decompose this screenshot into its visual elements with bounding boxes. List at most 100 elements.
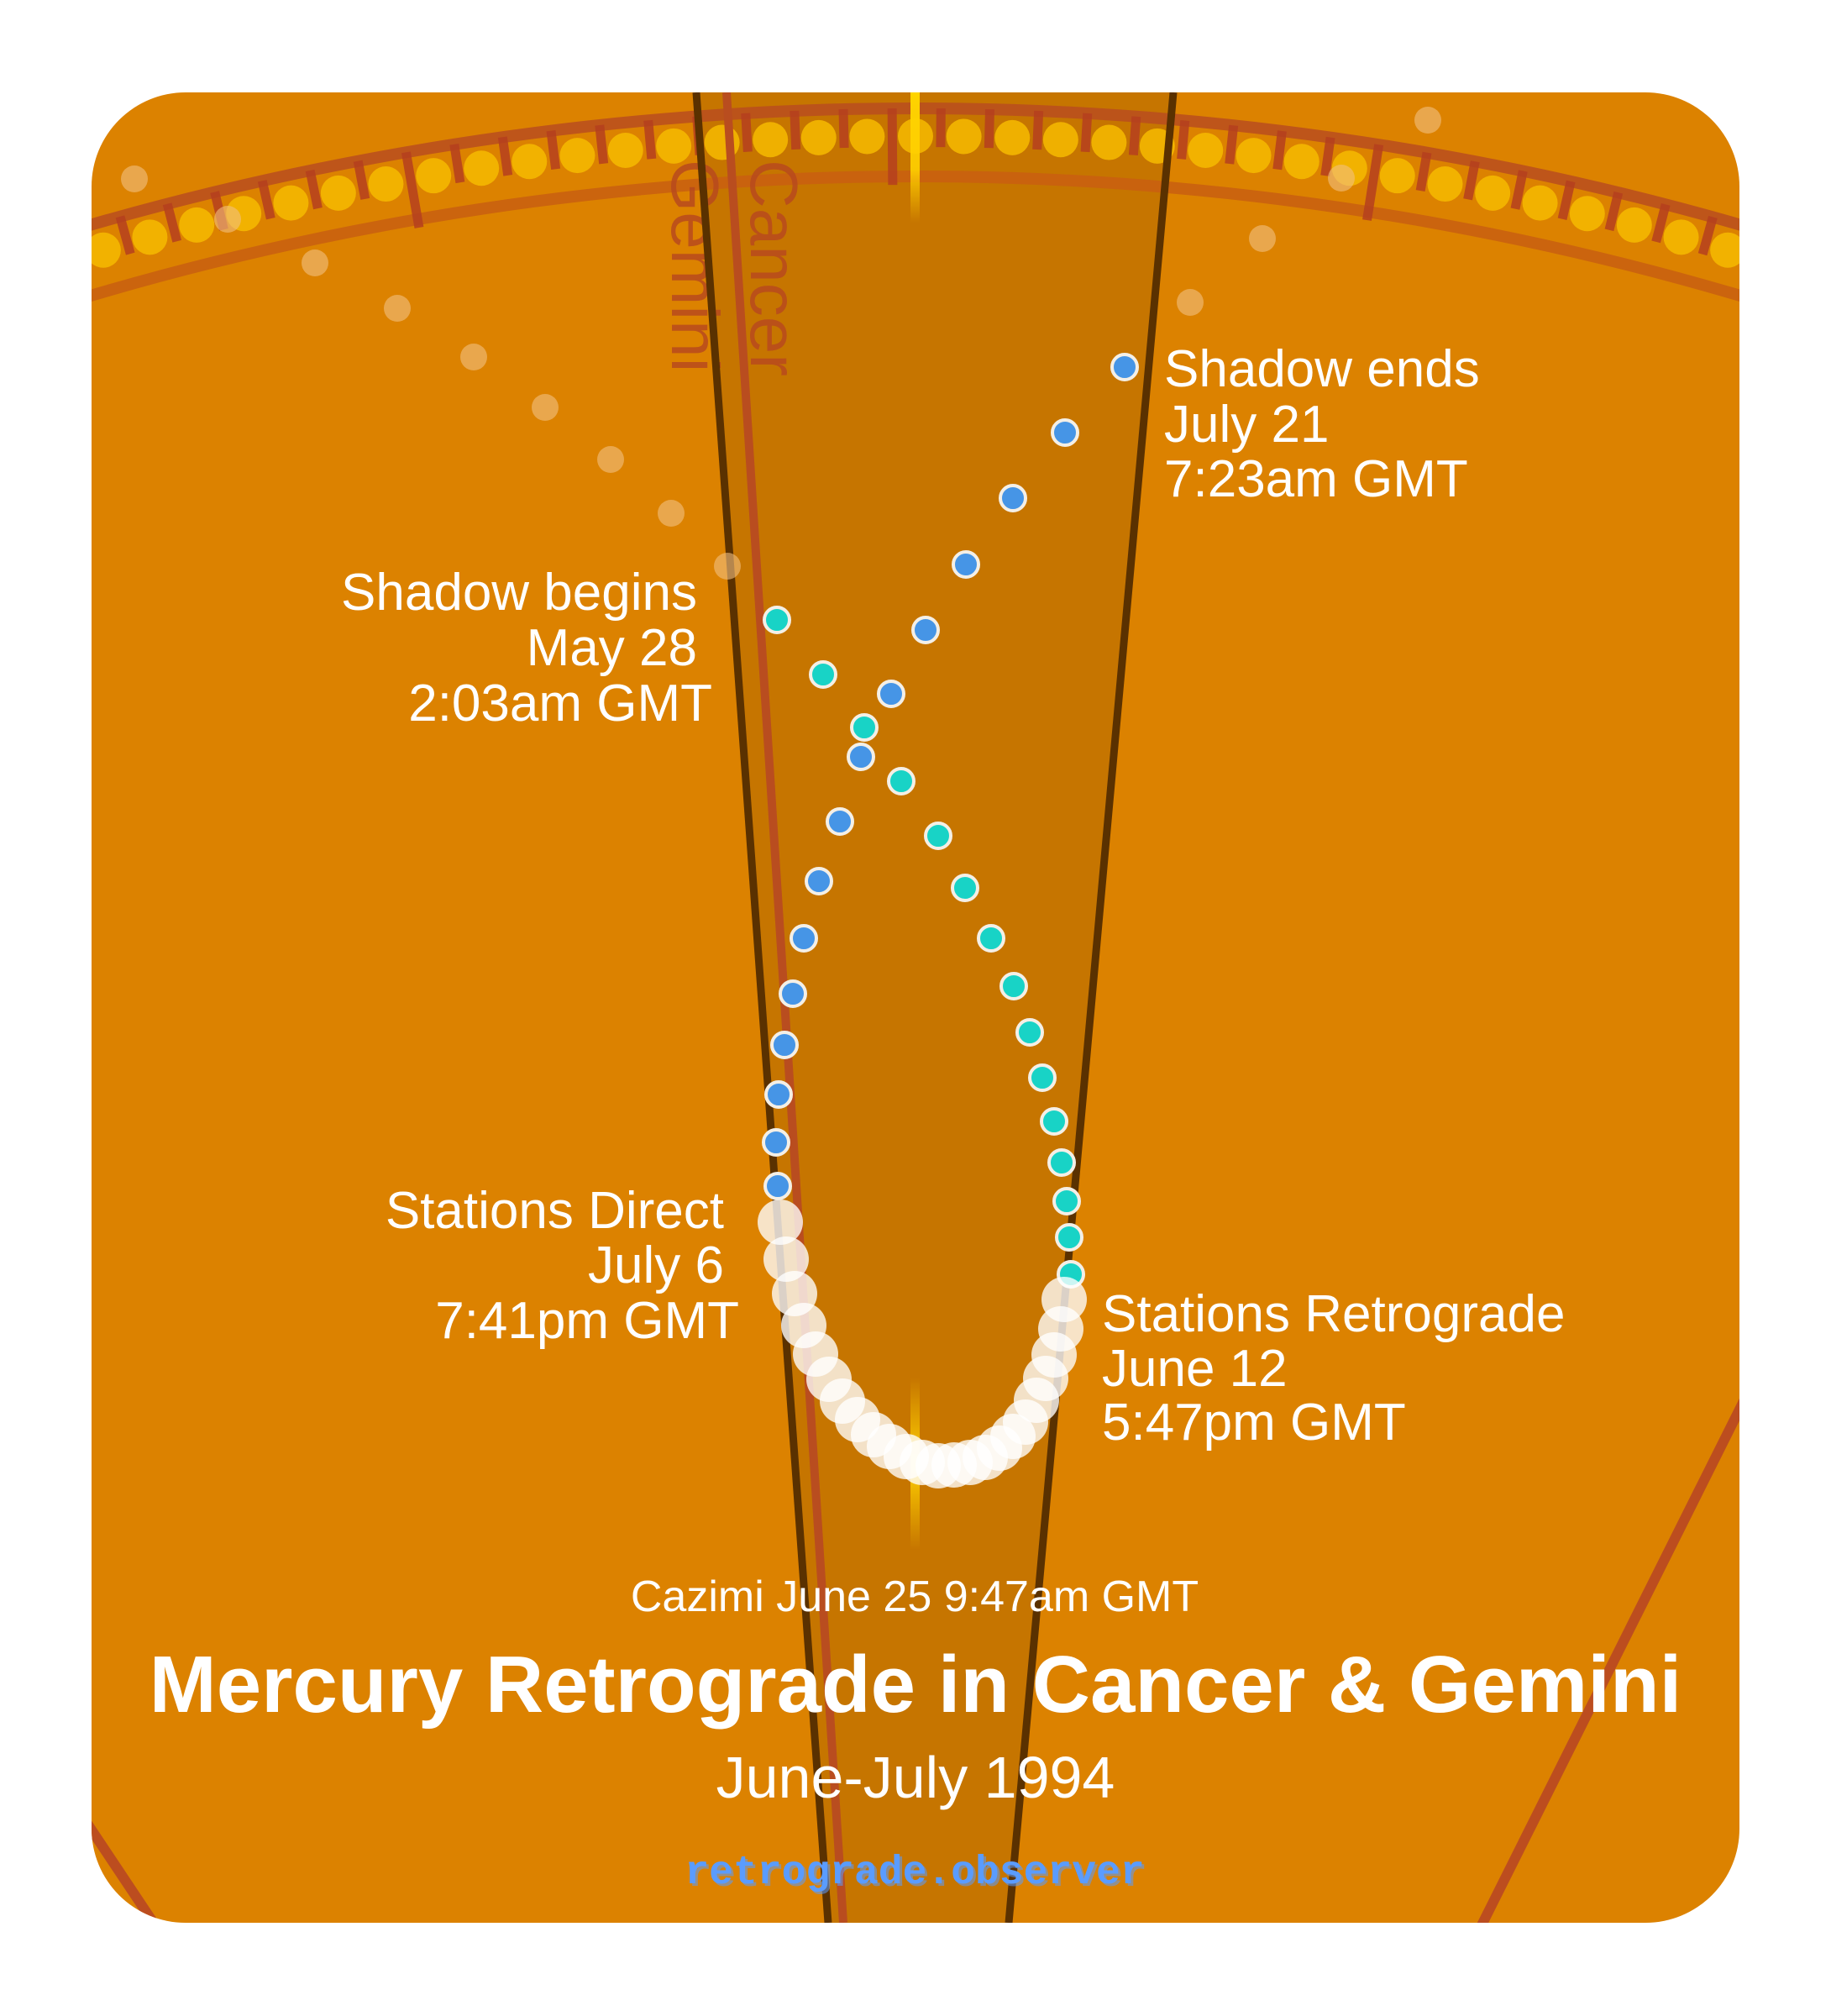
- sun-dot: [849, 118, 885, 155]
- sun-dot: [464, 150, 500, 186]
- post-shadow-dot: [911, 616, 940, 644]
- stations-retrograde-time: 5:47pm GMT: [1102, 1394, 1406, 1452]
- prior-path-dot: [460, 344, 487, 370]
- sun-dot: [320, 175, 356, 211]
- prior-path-dot: [214, 206, 241, 233]
- post-shadow-dot: [779, 979, 807, 1008]
- sun-dot: [368, 166, 404, 202]
- degree-tick: [305, 169, 323, 210]
- sun-dot: [179, 207, 215, 243]
- sun-dot: [416, 158, 452, 194]
- sun-dot: [1522, 185, 1558, 221]
- degree-tick: [1651, 202, 1671, 244]
- sun-dot: [800, 119, 837, 155]
- degree-tick: [887, 108, 898, 186]
- pre-shadow-dot: [924, 822, 952, 850]
- post-shadow-dot: [763, 1172, 792, 1200]
- sun-dot: [1616, 207, 1652, 243]
- shadow-begins-time: 2:03am GMT: [408, 675, 712, 732]
- degree-tick: [401, 151, 424, 228]
- sun-dot: [1663, 219, 1699, 255]
- pre-shadow-dot: [977, 924, 1005, 953]
- pre-shadow-dot: [999, 972, 1028, 1000]
- sun-dot: [273, 185, 309, 221]
- degree-tick: [26, 244, 38, 281]
- degree-tick: [1557, 180, 1576, 220]
- mercury-retrograde-loop: [758, 353, 1139, 1488]
- site-link[interactable]: retrograde.observer: [685, 1851, 1144, 1896]
- post-shadow-dot: [826, 807, 854, 836]
- degree-tick: [115, 215, 135, 255]
- prior-path-dot: [532, 394, 559, 421]
- prior-path-dot: [597, 446, 624, 473]
- sun-position-dots: [92, 118, 1739, 268]
- pre-shadow-dot: [763, 606, 791, 634]
- degree-tick: [1604, 191, 1624, 232]
- degree-tick: [790, 110, 801, 150]
- stations-retrograde-title: Stations Retrograde: [1102, 1285, 1565, 1343]
- shadow-begins-title: Shadow begins: [341, 564, 697, 622]
- degree-tick: [1177, 120, 1190, 160]
- pre-shadow-dot: [1040, 1107, 1068, 1136]
- degree-tick: [1463, 160, 1480, 201]
- sign-label-gemini: Gemini: [658, 160, 732, 372]
- degree-tick: [1272, 130, 1287, 171]
- sun-dot: [1475, 175, 1511, 211]
- cazimi-label: Cazimi June 25 9:47am GMT: [631, 1572, 1199, 1621]
- degree-tick: [1362, 144, 1384, 221]
- degree-tick: [595, 124, 609, 165]
- sun-dot: [512, 144, 548, 180]
- sun-dot: [559, 138, 595, 174]
- pre-shadow-dot: [850, 713, 879, 742]
- shadow-ends-time: 7:23am GMT: [1164, 450, 1468, 508]
- post-shadow-dot: [764, 1080, 793, 1109]
- sun-dot: [1188, 133, 1224, 169]
- degree-tick: [1225, 124, 1239, 165]
- ecliptic-red-line: [722, 92, 847, 1923]
- bottom-right-boundary-line: [1473, 1358, 1739, 1923]
- label-shadow-begins: Shadow begins May 28 2:03am GMT: [341, 564, 712, 732]
- pre-shadow-dot: [1015, 1018, 1044, 1047]
- post-shadow-dot: [952, 550, 980, 579]
- pre-shadow-dot: [1052, 1187, 1081, 1215]
- degree-tick: [257, 180, 275, 220]
- degree-tick: [643, 119, 657, 160]
- post-shadow-dot: [770, 1031, 799, 1059]
- degree-tick: [1320, 136, 1335, 176]
- stations-direct-time: 7:41pm GMT: [435, 1292, 739, 1350]
- pre-shadow-dot: [1047, 1148, 1076, 1177]
- sun-dot: [1710, 232, 1739, 268]
- sun-dot: [753, 122, 789, 158]
- post-shadow-dot: [847, 743, 875, 771]
- site-link-shadow: retrograde.observer: [687, 1853, 1146, 1898]
- bottom-left-boundary-line: [92, 1803, 164, 1923]
- sign-label-cancer: Cancer: [737, 160, 811, 376]
- pre-shadow-dot: [887, 767, 916, 795]
- post-shadow-dot: [1051, 418, 1079, 447]
- prior-path-dot: [1328, 165, 1355, 192]
- degree-tick: [449, 143, 465, 184]
- post-shadow-dot: [999, 484, 1027, 512]
- mercury-prior-path: [121, 107, 1441, 580]
- prior-path-dot: [1249, 225, 1276, 252]
- shadow-begins-date: May 28: [527, 619, 697, 677]
- degree-tick: [1697, 215, 1718, 256]
- stations-retrograde-date: June 12: [1102, 1340, 1288, 1398]
- sun-dot: [1042, 122, 1078, 158]
- sun-dot: [1236, 138, 1272, 174]
- prior-path-dot: [1177, 289, 1204, 316]
- pre-shadow-dot: [1028, 1063, 1057, 1092]
- label-stations-retrograde: Stations Retrograde June 12 5:47pm GMT: [1102, 1285, 1565, 1452]
- sun-dot: [1569, 196, 1605, 232]
- degree-tick: [73, 230, 84, 267]
- sign-boundary-right: [1005, 92, 1178, 1923]
- degree-ticks: [26, 108, 1718, 281]
- degree-tick: [1128, 116, 1141, 156]
- sun-dot: [607, 133, 643, 169]
- page-title: Mercury Retrograde in Cancer & Gemini: [150, 1640, 1682, 1730]
- degree-tick: [546, 129, 561, 170]
- gemini-cancer-boundary-left: [692, 92, 832, 1923]
- degree-tick: [1080, 113, 1093, 153]
- sun-dot: [1283, 144, 1319, 180]
